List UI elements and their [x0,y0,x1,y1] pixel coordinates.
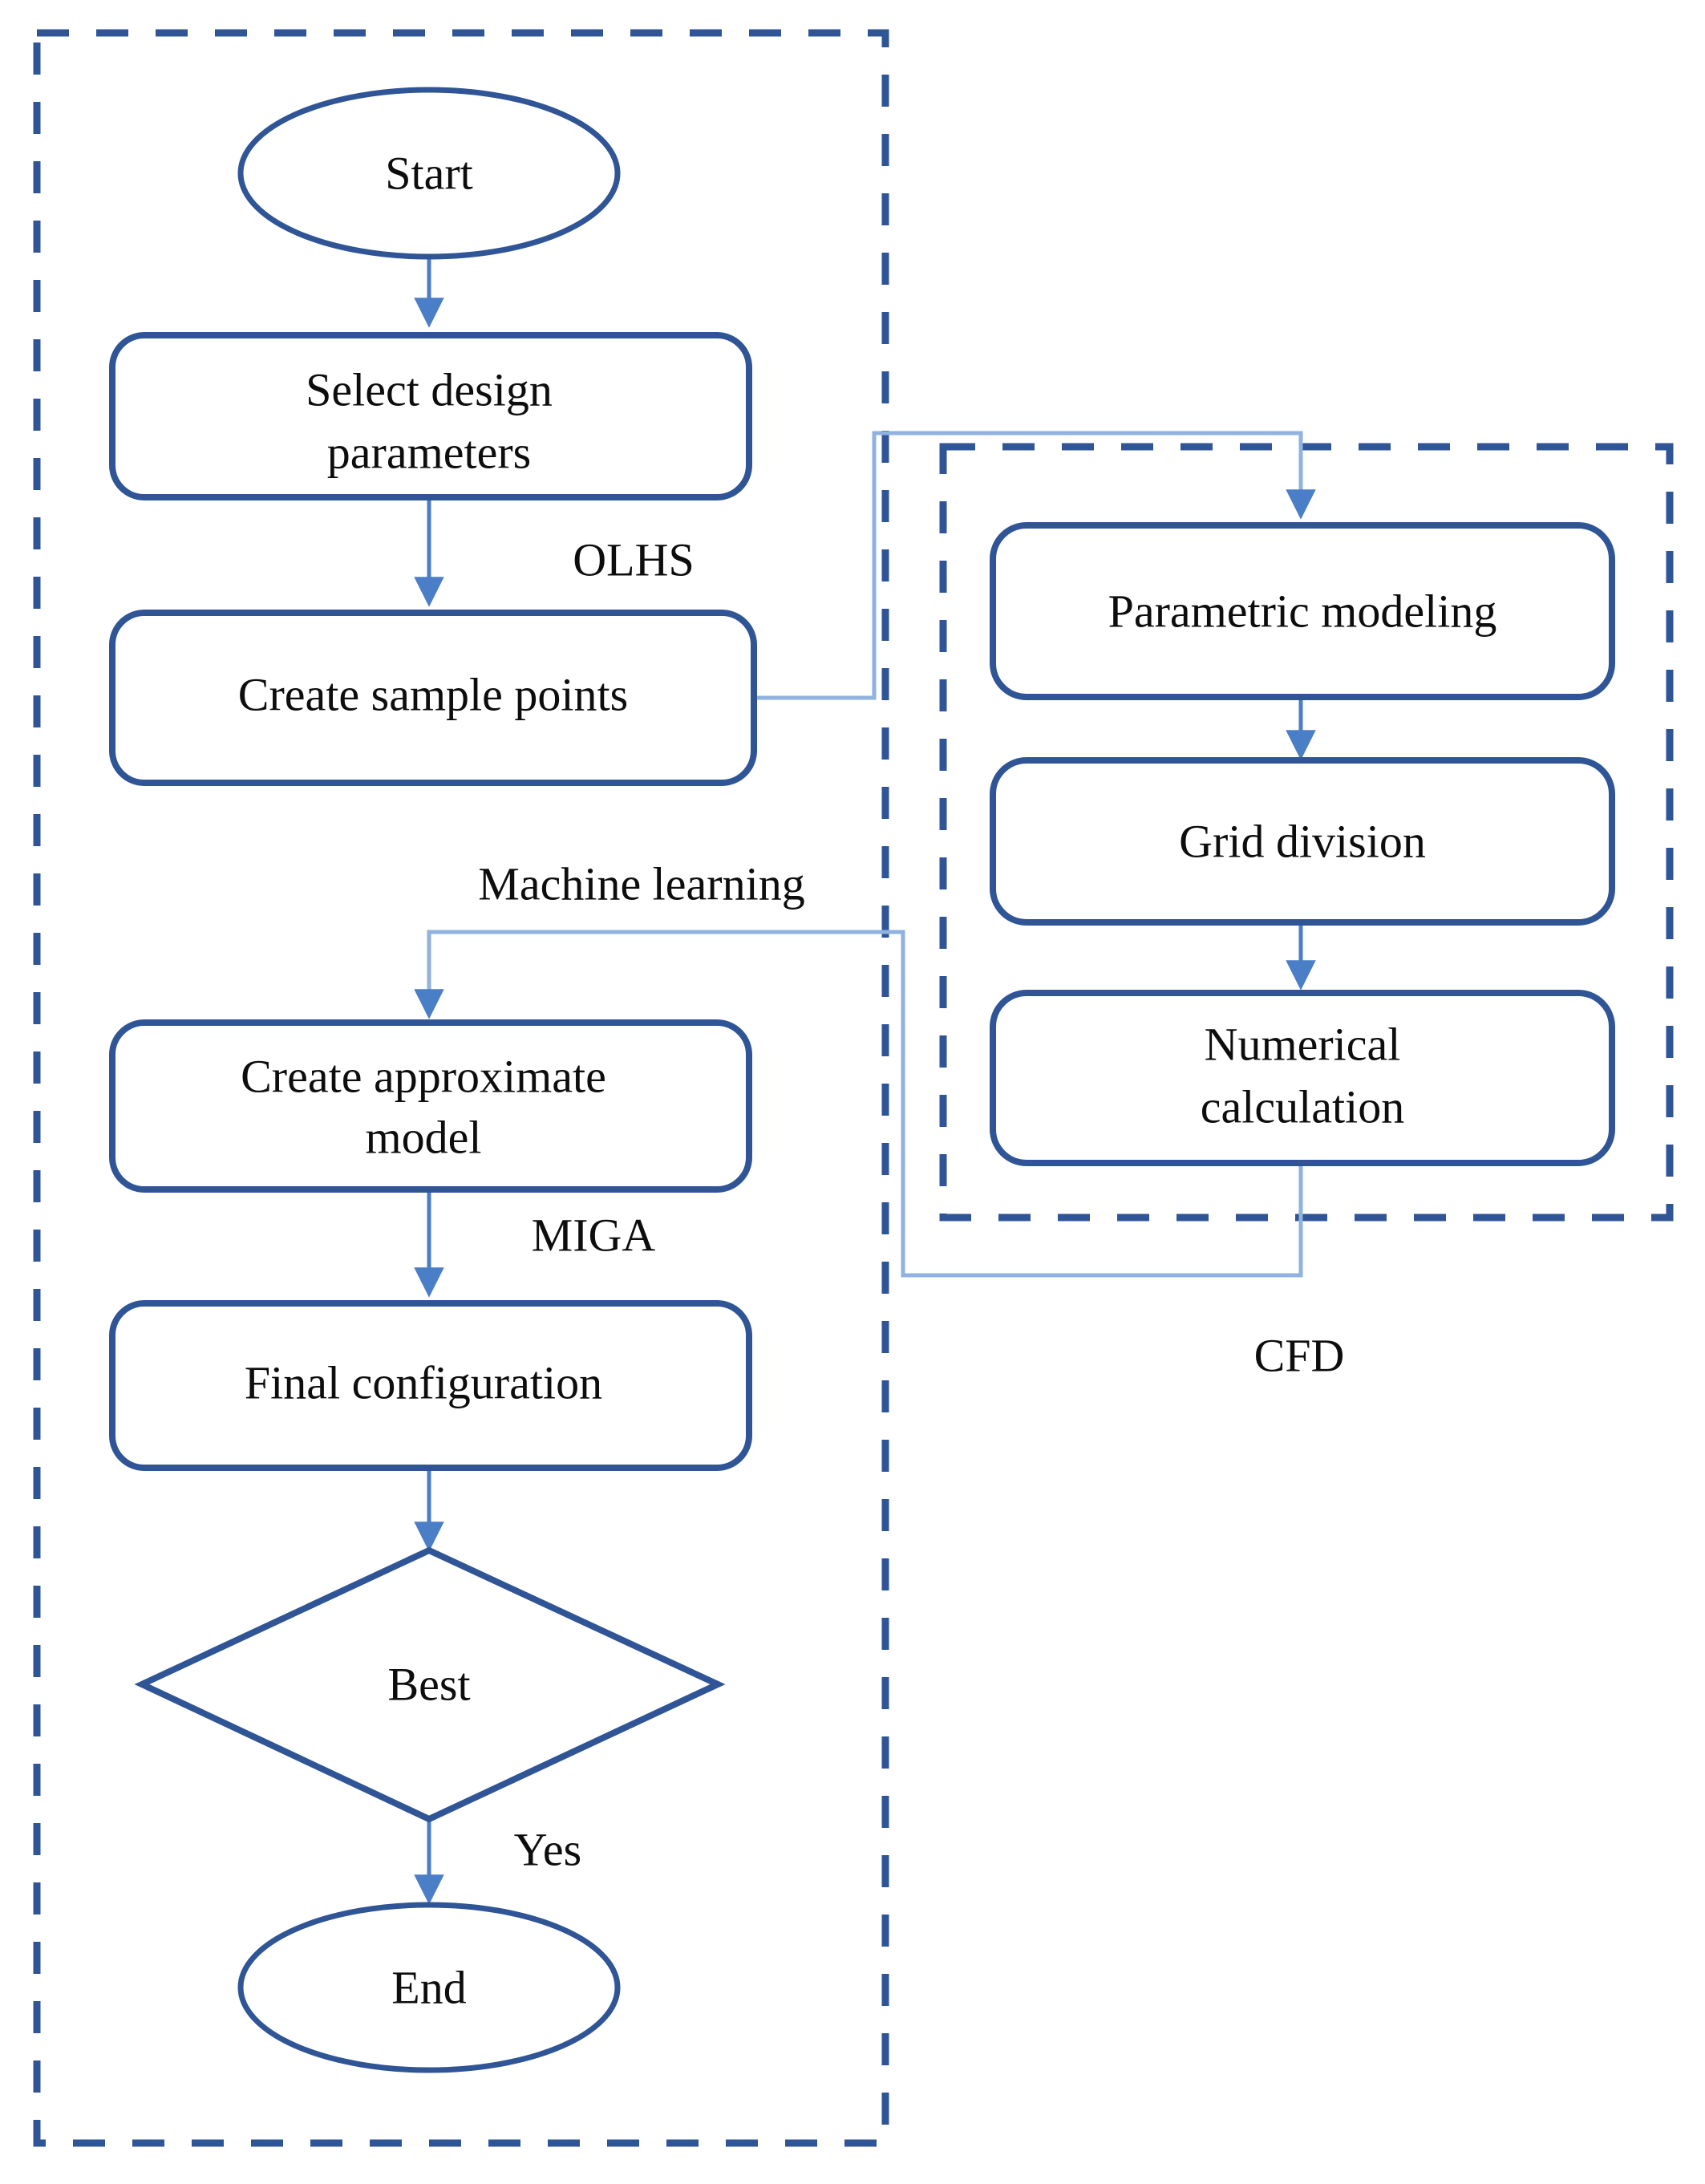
node-select-design-parameters-label-line1: Select design [306,363,553,415]
cfd-group-box [939,443,1674,1222]
group-label-cfd: CFD [1254,1329,1345,1381]
node-parametric-modeling[interactable]: Parametric modeling [990,522,1615,700]
node-create-sample-points-label: Create sample points [238,668,628,720]
node-end-label: End [391,1961,466,2013]
node-grid-division[interactable]: Grid division [990,757,1615,926]
node-best-decision[interactable]: Best [134,1546,726,1823]
node-final-configuration[interactable]: Final configuration [109,1300,752,1471]
node-select-design-parameters-label-line2: parameters [327,426,531,478]
edge-label-yes: Yes [514,1823,581,1875]
node-final-configuration-label: Final configuration [245,1356,602,1408]
edge-label-machine-learning: Machine learning [478,857,804,910]
node-create-approximate-model-label-line1: Create approximate [241,1050,606,1102]
node-numerical-calculation-label-line1: Numerical [1205,1018,1401,1070]
node-create-sample-points[interactable]: Create sample points [109,610,757,786]
node-start[interactable]: Start [237,87,621,260]
node-best-decision-label: Best [387,1658,470,1710]
edge-sample-to-parametric [755,431,1316,700]
edge-label-miga: MIGA [532,1209,656,1261]
node-parametric-modeling-label: Parametric modeling [1108,585,1497,637]
outer-optimization-group-box [33,29,889,2147]
edge-label-olhs: OLHS [573,533,694,586]
node-end[interactable]: End [237,1902,621,2073]
node-start-label: Start [385,147,473,199]
node-create-approximate-model-label-line2: model [366,1111,482,1163]
edge-numerical-to-approx [414,930,1303,1278]
node-create-approximate-model[interactable]: Create approximate model [109,1019,752,1193]
node-numerical-calculation-label-line2: calculation [1201,1080,1404,1133]
node-select-design-parameters[interactable]: Select design parameters [109,332,752,500]
node-numerical-calculation[interactable]: Numerical calculation [990,990,1615,1166]
node-grid-division-label: Grid division [1179,815,1426,867]
